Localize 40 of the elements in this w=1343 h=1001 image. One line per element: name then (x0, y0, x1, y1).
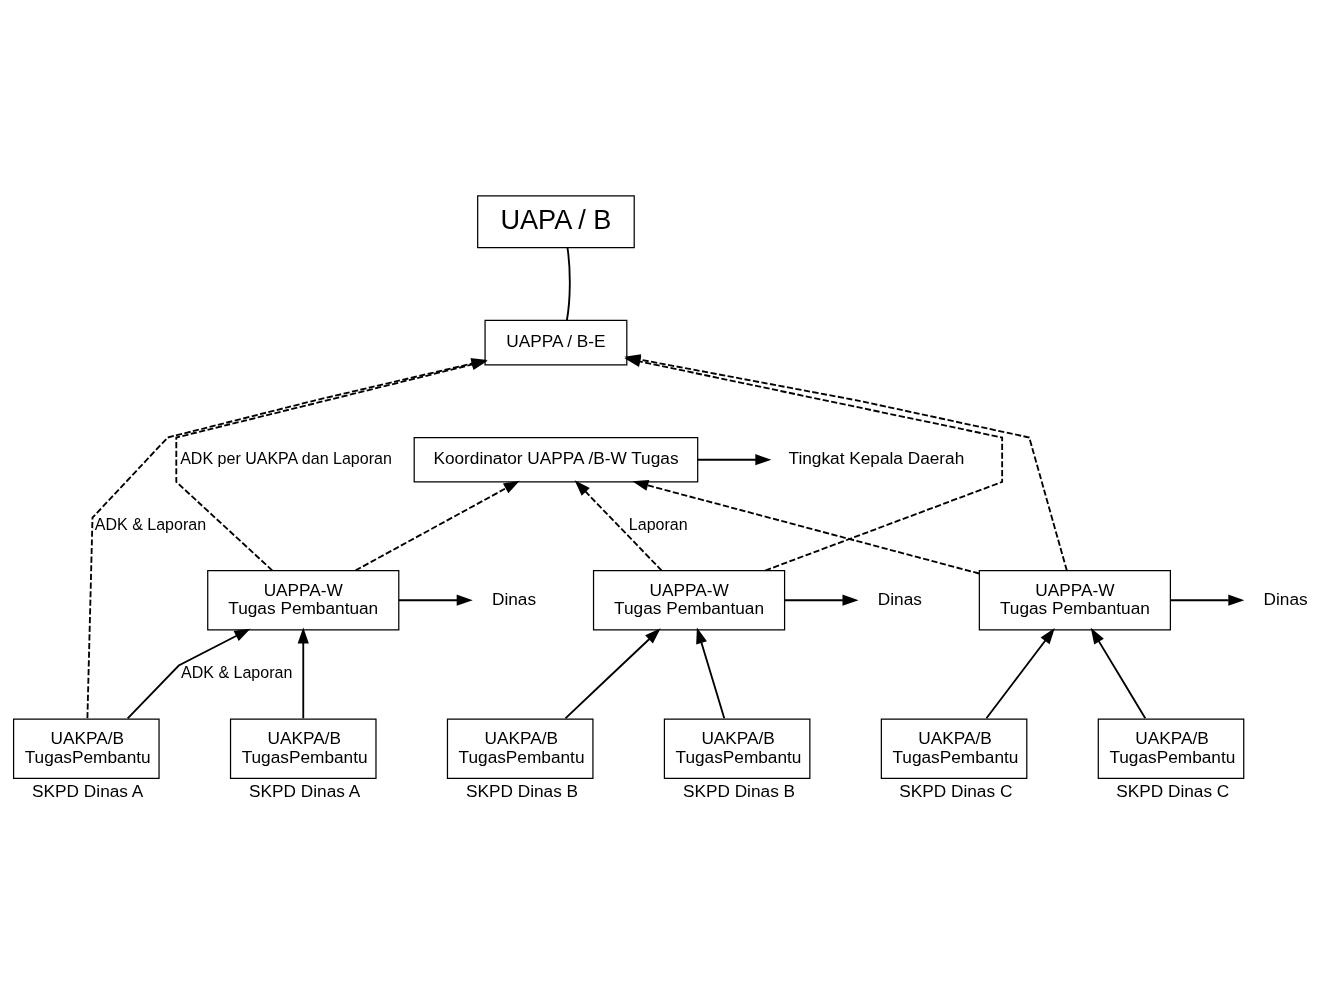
arrow (564, 627, 661, 719)
arrow (354, 480, 520, 571)
node-box: UAKPA/B TugasPembantu (446, 718, 594, 779)
arrow (985, 627, 1055, 719)
edge-label: ADK & Laporan (181, 662, 293, 681)
node-box: UAPPA-W Tugas Pembantuan (978, 569, 1171, 630)
node-label: SKPD Dinas C (899, 780, 1013, 801)
edge-label: ADK per UAKPA dan Laporan (180, 448, 392, 467)
node-box: UAPPA-W Tugas Pembantuan (207, 569, 400, 630)
node-text: Dinas (877, 588, 922, 609)
arrow (632, 479, 980, 574)
node-box: UAPPA-W Tugas Pembantuan (592, 569, 786, 630)
node-box: UAKPA/B TugasPembantu (13, 718, 160, 779)
node-text: Tingkat Kepala Daerah (788, 447, 965, 468)
node-box: UAKPA/B TugasPembantu (1097, 718, 1245, 779)
node-label: SKPD Dinas B (682, 780, 796, 801)
arrow (297, 626, 309, 719)
edge-label: Laporan (628, 514, 688, 533)
node-box: UAKPA/B TugasPembantu (880, 718, 1028, 779)
arrow (126, 628, 251, 719)
connector (565, 246, 571, 321)
node-label: SKPD Dinas A (249, 780, 361, 801)
node-text: Dinas (1263, 588, 1308, 609)
arrow (696, 453, 772, 465)
node-box: UAKPA/B TugasPembantu (663, 718, 811, 779)
node-label: SKPD Dinas A (32, 780, 144, 801)
arrow (783, 594, 859, 606)
node-box: UAKPA/B TugasPembantu (229, 718, 377, 779)
arrow (1169, 594, 1245, 606)
arrow (1090, 627, 1147, 719)
node-box: Koordinator UAPPA /B-W Tugas (413, 436, 699, 482)
arrow (574, 479, 663, 571)
node-text: Dinas (491, 588, 537, 609)
arrow (397, 594, 473, 606)
node-label: SKPD Dinas B (465, 780, 579, 801)
node-box: UAPPA / B-E (484, 319, 628, 365)
edge-label: ADK & Laporan (94, 514, 207, 533)
arrow (696, 627, 726, 719)
node-box: UAPA / B (477, 194, 635, 248)
node-label: SKPD Dinas C (1116, 780, 1230, 801)
